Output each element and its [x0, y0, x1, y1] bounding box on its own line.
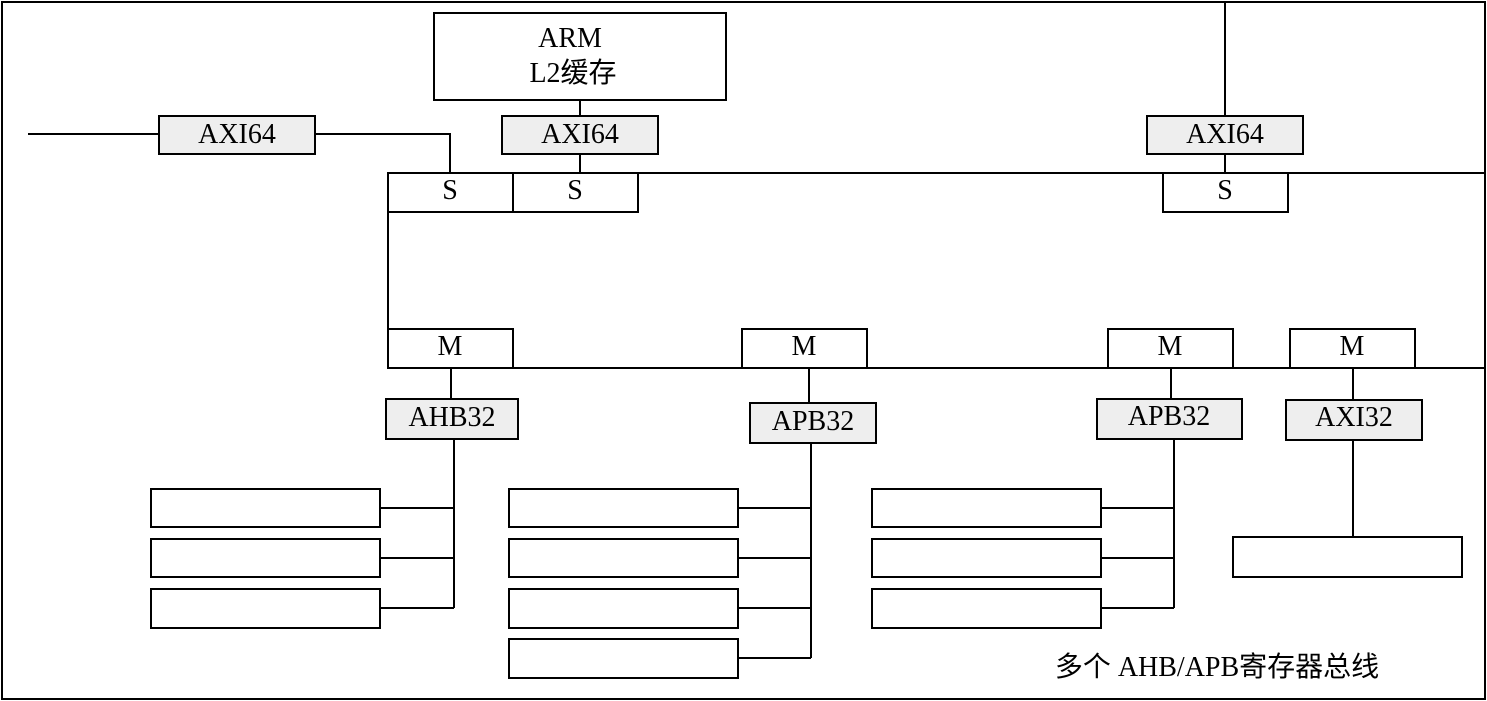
peripheral-slot	[508, 488, 739, 528]
peripheral-slot	[150, 488, 381, 528]
slave-port-1-label: S	[442, 175, 458, 206]
slave-port-1: S	[387, 172, 514, 213]
apb32-2-label: APB32	[1128, 401, 1210, 432]
master-port-4: M	[1289, 328, 1416, 369]
master-port-3: M	[1107, 328, 1234, 369]
axi64-center-label: AXI64	[541, 119, 619, 150]
master-port-2: M	[741, 328, 868, 369]
slave-port-3-label: S	[1217, 175, 1233, 206]
peripheral-slot	[150, 588, 381, 629]
axi32-label: AXI32	[1315, 402, 1393, 433]
axi64-left-label: AXI64	[198, 119, 276, 150]
axi64-right-label: AXI64	[1186, 119, 1264, 150]
l2-cache-label: L2缓存	[529, 57, 616, 89]
peripheral-slot	[871, 588, 1102, 629]
peripheral-slot	[508, 638, 739, 679]
arm-l2-cache-block: ARM L2缓存	[433, 12, 727, 101]
apb32-1-label: APB32	[772, 406, 854, 437]
peripheral-slot	[150, 538, 381, 578]
apb32-1-peripherals	[508, 488, 739, 679]
apb32-bus-1: APB32	[749, 402, 877, 444]
apb32-2-peripherals	[871, 488, 1102, 629]
axi32-bus: AXI32	[1285, 399, 1423, 441]
slave-port-2: S	[512, 172, 639, 213]
peripheral-slot	[508, 538, 739, 578]
arm-label: ARM	[538, 23, 602, 54]
peripheral-slot	[871, 538, 1102, 578]
master-port-4-label: M	[1340, 331, 1365, 362]
axi64-center-port: AXI64	[501, 115, 659, 155]
axi64-left-port: AXI64	[158, 115, 316, 155]
register-bus-caption: 多个 AHB/APB寄存器总线	[1055, 651, 1379, 683]
peripheral-slot	[508, 588, 739, 629]
master-port-3-label: M	[1158, 331, 1183, 362]
peripheral-slot	[871, 488, 1102, 528]
axi32-peripherals	[1232, 536, 1463, 578]
axi64-right-port: AXI64	[1146, 115, 1304, 155]
master-port-1: M	[387, 328, 514, 369]
apb32-bus-2: APB32	[1096, 398, 1243, 440]
master-port-1-label: M	[438, 331, 463, 362]
slave-port-2-label: S	[567, 175, 583, 206]
master-port-2-label: M	[792, 331, 817, 362]
slave-port-3: S	[1162, 172, 1289, 213]
ahb32-peripherals	[150, 488, 381, 629]
ahb32-label: AHB32	[408, 402, 495, 433]
ahb32-bus: AHB32	[385, 398, 519, 440]
peripheral-slot	[1232, 536, 1463, 578]
